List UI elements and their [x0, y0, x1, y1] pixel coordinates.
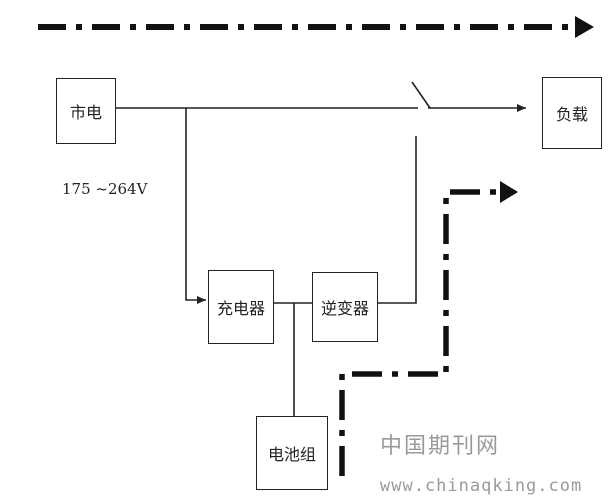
mains-to-charger-line — [185, 108, 206, 304]
mains-box: 市电 — [56, 78, 116, 144]
inverter-to-switch-line — [378, 136, 417, 304]
flow-arrow-lower — [339, 189, 500, 476]
battery-box: 电池组 — [256, 416, 328, 490]
watermark-url: www.chinaqking.com — [380, 476, 583, 496]
mains-label: 市电 — [69, 103, 102, 122]
battery-label: 电池组 — [267, 445, 316, 464]
load-label: 负载 — [555, 105, 588, 124]
bypass-switch — [411, 81, 431, 109]
charger-box: 充电器 — [208, 270, 274, 344]
watermark-chinese: 中国期刊网 — [380, 434, 501, 459]
flow-arrow-top-head — [575, 16, 594, 38]
charger-label: 充电器 — [216, 299, 265, 318]
inverter-label: 逆变器 — [320, 299, 369, 318]
voltage-label: 175 ~264V — [62, 180, 148, 198]
flow-arrow-lower-head — [500, 181, 518, 203]
inverter-box: 逆变器 — [312, 272, 378, 342]
load-box: 负载 — [542, 77, 602, 149]
